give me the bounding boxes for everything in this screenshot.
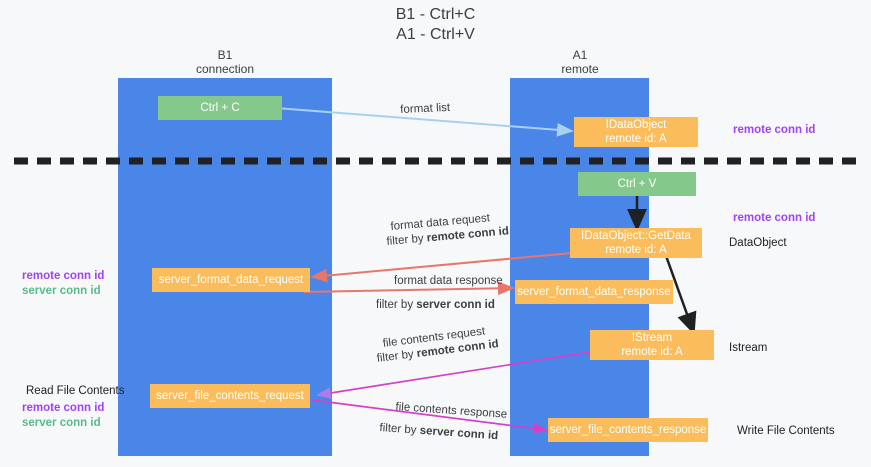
- box-server-file-contents-request-label: server_file_contents_request: [156, 390, 304, 402]
- box-idataobject-line2: remote id: A: [605, 133, 667, 145]
- annotation-remote-conn-id-top: remote conn id: [733, 124, 816, 136]
- lane-header-b1-subtitle: connection: [195, 62, 255, 76]
- annotation-read-file-contents: Read File Contents: [26, 385, 125, 397]
- box-idataobject[interactable]: IDataObject remote id: A: [574, 117, 698, 147]
- box-istream-line2: remote id: A: [621, 346, 683, 358]
- annotation-istream: Istream: [729, 342, 768, 354]
- box-getdata-line2: remote id: A: [605, 244, 667, 256]
- filter-prefix-3: filter by: [376, 348, 418, 365]
- box-ctrl-c-label: Ctrl + C: [200, 102, 240, 114]
- annotation-conn-ids-group-1: remote conn id server conn id: [22, 269, 104, 299]
- annotation-remote-conn-id-mid: remote conn id: [733, 212, 816, 224]
- box-server-file-contents-response[interactable]: server_file_contents_response: [548, 418, 708, 442]
- title-line-2: A1 - Ctrl+V: [396, 26, 475, 43]
- box-server-format-data-request-label: server_format_data_request: [158, 274, 304, 286]
- box-server-format-data-request[interactable]: server_format_data_request: [152, 268, 310, 292]
- filter-key-2: server conn id: [416, 299, 495, 311]
- lane-header-b1: B1 connection: [148, 48, 302, 76]
- box-idataobject-line1: IDataObject: [605, 119, 667, 131]
- lane-header-a1: A1 remote: [540, 48, 620, 76]
- box-getdata[interactable]: IDataObject::GetData remote id: A: [570, 228, 702, 258]
- annotation-conn-ids-group-2: remote conn id server conn id: [22, 401, 104, 431]
- filter-key-4: server conn id: [419, 424, 499, 443]
- annotation-remote-conn-id-left-1: remote conn id: [22, 270, 105, 282]
- box-getdata-line1: IDataObject::GetData: [581, 230, 691, 242]
- annotation-remote-conn-id-left-2: remote conn id: [22, 402, 105, 414]
- box-ctrl-v[interactable]: Ctrl + V: [578, 172, 696, 196]
- edge-label-format-data-response: format data response: [394, 275, 503, 287]
- box-server-file-contents-request[interactable]: server_file_contents_request: [150, 384, 310, 408]
- annotation-write-file-contents: Write File Contents: [737, 425, 835, 437]
- annotation-server-conn-id-left-2: server conn id: [22, 417, 101, 429]
- box-ctrl-c[interactable]: Ctrl + C: [158, 96, 282, 120]
- edge-label-format-data-response-filter: filter by server conn id: [376, 298, 495, 312]
- edge-label-file-contents-response: file contents response: [395, 400, 508, 421]
- box-server-format-data-response[interactable]: server_format_data_response: [515, 280, 673, 304]
- box-istream[interactable]: IStream remote id: A: [590, 330, 714, 360]
- title-line-1: B1 - Ctrl+C: [395, 6, 476, 23]
- annotation-server-conn-id-left-1: server conn id: [22, 285, 101, 297]
- annotation-dataobject: DataObject: [729, 237, 787, 249]
- lane-header-a1-subtitle: remote: [561, 62, 599, 76]
- filter-prefix-2: filter by: [376, 299, 417, 311]
- lane-header-b1-title: B1: [217, 48, 233, 62]
- page-title: B1 - Ctrl+C A1 - Ctrl+V: [0, 5, 871, 45]
- lane-header-a1-title: A1: [572, 48, 588, 62]
- box-server-format-data-response-label: server_format_data_response: [517, 286, 671, 298]
- edge-label-file-contents-response-filter: filter by server conn id: [379, 421, 499, 443]
- arrow-format-data-response: [303, 281, 515, 296]
- filter-prefix-1: filter by: [386, 232, 428, 248]
- filter-prefix-4: filter by: [379, 421, 421, 437]
- box-server-file-contents-response-label: server_file_contents_response: [549, 424, 707, 436]
- box-istream-line1: IStream: [631, 332, 673, 344]
- edge-label-format-list: format list: [400, 101, 451, 116]
- box-ctrl-v-label: Ctrl + V: [617, 178, 657, 190]
